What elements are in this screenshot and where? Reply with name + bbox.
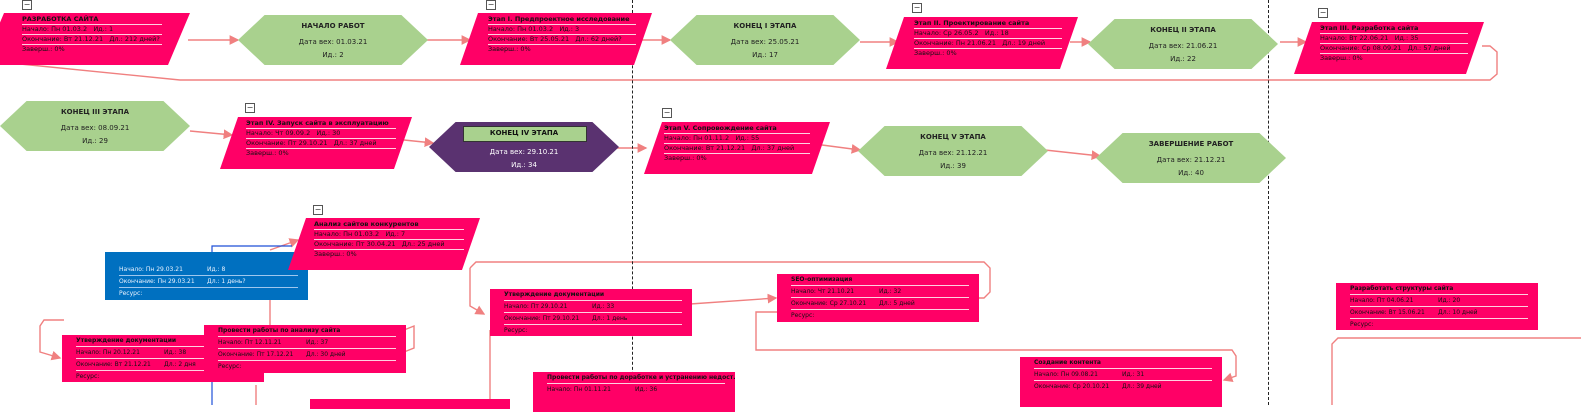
connector xyxy=(1331,337,1581,405)
milestone-node-start[interactable]: НАЧАЛО РАБОТ Дата вех: 01.03.21 Ид.: 2 xyxy=(238,15,428,65)
collapse-icon[interactable]: − xyxy=(22,0,32,10)
task-node-37[interactable]: Провести работы по анализу сайта Начало:… xyxy=(204,325,406,373)
phase-shape xyxy=(288,218,480,270)
collapse-icon[interactable]: − xyxy=(245,103,255,113)
milestone-node-finish[interactable]: ЗАВЕРШЕНИЕ РАБОТ Дата вех: 21.12.21 Ид.:… xyxy=(1096,133,1286,183)
milestone-title: НАЧАЛО РАБОТ xyxy=(301,22,365,30)
milestone-title-band xyxy=(463,126,587,142)
connector xyxy=(269,238,300,251)
collapse-icon[interactable]: − xyxy=(486,0,496,10)
phase-shape xyxy=(1294,22,1484,74)
phase-title: Этап I. Предпроектное исследование xyxy=(488,15,636,25)
connector xyxy=(821,144,862,154)
connector xyxy=(0,45,1498,81)
collapse-icon[interactable]: − xyxy=(662,108,672,118)
connector xyxy=(469,268,486,315)
milestone-title: КОНЕЦ IV ЭТАПА xyxy=(489,129,559,137)
milestone-node-end-5[interactable]: КОНЕЦ V ЭТАПА Дата вех: 21.12.21 Ид.: 39 xyxy=(858,126,1048,176)
connector xyxy=(189,129,234,140)
phase-shape xyxy=(220,117,412,169)
milestone-node-end-4[interactable]: КОНЕЦ IV ЭТАПА Дата вех: 29.10.21 Ид.: 3… xyxy=(429,122,619,172)
milestone-title: КОНЕЦ I ЭТАПА xyxy=(733,22,797,30)
milestone-node-end-3[interactable]: КОНЕЦ III ЭТАПА Дата вех: 08.09.21 Ид.: … xyxy=(0,101,190,151)
collapse-icon[interactable]: − xyxy=(313,205,323,215)
milestone-shape xyxy=(858,126,1048,176)
milestone-shape xyxy=(670,15,860,65)
phase-node-project[interactable]: РАЗРАБОТКА САЙТА Начало: Пн 01.03.2 Ид.:… xyxy=(0,13,190,65)
connector xyxy=(1044,149,1102,160)
milestone-title: КОНЕЦ II ЭТАПА xyxy=(1150,26,1216,34)
milestone-shape xyxy=(1088,19,1278,69)
milestone-title: КОНЕЦ V ЭТАПА xyxy=(920,133,986,141)
milestone-node-end-1[interactable]: КОНЕЦ I ЭТАПА Дата вех: 25.05.21 Ид.: 17 xyxy=(670,15,860,65)
milestone-shape xyxy=(0,101,190,151)
connector xyxy=(403,324,415,353)
milestone-title: ЗАВЕРШЕНИЕ РАБОТ xyxy=(1148,140,1234,148)
task-node-36[interactable]: Провести работы по доработке и устранени… xyxy=(533,372,735,412)
phase-shape xyxy=(886,17,1078,69)
phase-node-stage-5[interactable]: Этап V. Сопровождение сайта Начало: Пн 0… xyxy=(644,122,830,174)
timescale-divider xyxy=(1268,0,1269,405)
milestone-shape xyxy=(238,15,428,65)
connector xyxy=(39,319,64,361)
connector xyxy=(469,261,991,299)
task-node-33[interactable]: Утверждение документации Начало: Пт 29.1… xyxy=(490,289,692,336)
phase-node-stage-4[interactable]: Этап IV. Запуск сайта в эксплуатацию Нач… xyxy=(220,117,412,169)
phase-title: Этап II. Проектирование сайта xyxy=(914,19,1062,29)
phase-title: Этап IV. Запуск сайта в эксплуатацию xyxy=(246,119,396,129)
blue-connector xyxy=(211,245,292,252)
milestone-shape xyxy=(1096,133,1286,183)
phase-shape xyxy=(644,122,830,174)
phase-title: РАЗРАБОТКА САЙТА xyxy=(22,15,162,25)
phase-title: Этап III. Разработка сайта xyxy=(1320,24,1468,34)
phase-node-stage-3[interactable]: Этап III. Разработка сайта Начало: Вт 22… xyxy=(1294,22,1484,74)
collapse-icon[interactable]: − xyxy=(912,3,922,13)
phase-title: Этап V. Сопровождение сайта xyxy=(664,124,810,134)
phase-node-stage-2[interactable]: Этап II. Проектирование сайта Начало: Ср… xyxy=(886,17,1078,69)
connector xyxy=(755,311,1237,382)
connector xyxy=(689,293,778,305)
task-node-20[interactable]: Разработать структуры сайта Начало: Пт 0… xyxy=(1336,283,1538,330)
timescale-divider xyxy=(632,0,633,405)
phase-shape xyxy=(460,13,652,65)
phase-title: Анализ сайтов конкурентов xyxy=(314,220,464,230)
connector xyxy=(403,137,435,148)
milestone-node-end-2[interactable]: КОНЕЦ II ЭТАПА Дата вех: 21.06.21 Ид.: 2… xyxy=(1088,19,1278,69)
milestone-title: КОНЕЦ III ЭТАПА xyxy=(60,108,130,116)
phase-shape xyxy=(0,13,190,65)
phase-node-stage-1[interactable]: Этап I. Предпроектное исследование Начал… xyxy=(460,13,652,65)
phase-node-competitor-analysis[interactable]: Анализ сайтов конкурентов Начало: Пн 01.… xyxy=(288,218,480,270)
collapse-icon[interactable]: − xyxy=(1318,8,1328,18)
task-node-partial[interactable] xyxy=(310,399,510,409)
